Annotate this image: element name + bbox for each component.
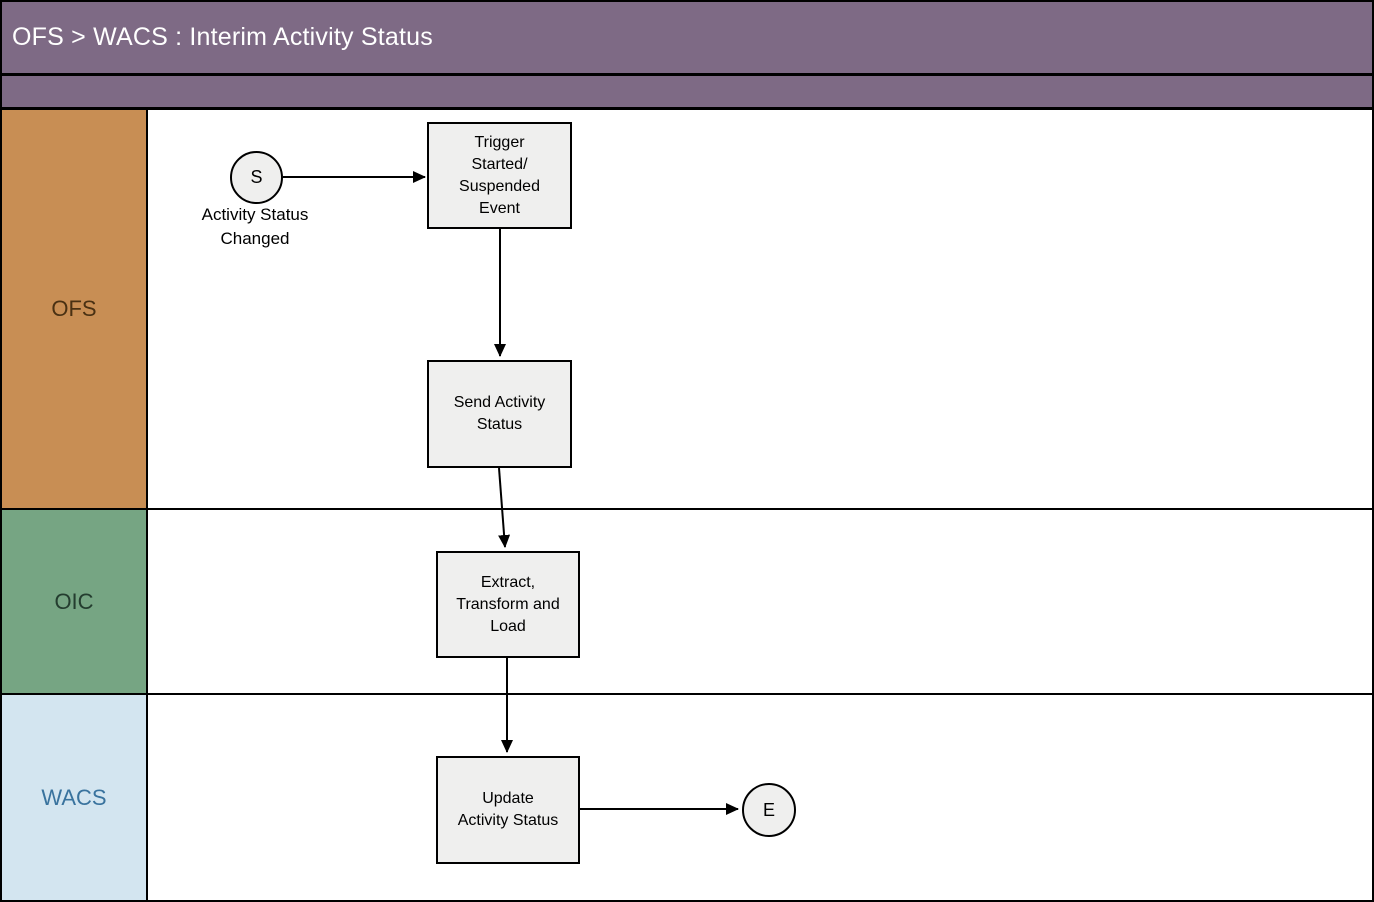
start-event-circle: S [230,151,283,204]
lane-oic-label: OIC [2,510,148,693]
lane-oic: OIC [2,510,1372,695]
header-sub-band [2,76,1372,110]
node-update-activity-status: Update Activity Status [436,756,580,864]
node-extract-transform-load: Extract, Transform and Load [436,551,580,658]
lane-wacs: WACS [2,695,1372,900]
node-send-activity-status: Send Activity Status [427,360,572,468]
end-event-symbol: E [762,799,775,820]
diagram-title: OFS > WACS : Interim Activity Status [12,23,433,51]
diagram-title-bar: OFS > WACS : Interim Activity Status [2,2,1372,76]
lane-ofs-label: OFS [2,110,148,508]
start-event-symbol: S [250,167,263,187]
end-event-circle: E [742,783,796,837]
lane-wacs-label: WACS [2,695,148,900]
start-event-caption: Activity Status Changed [201,205,309,248]
node-trigger-started-suspended-event: Trigger Started/ Suspended Event [427,122,572,229]
lane-ofs: OFS [2,110,1372,510]
